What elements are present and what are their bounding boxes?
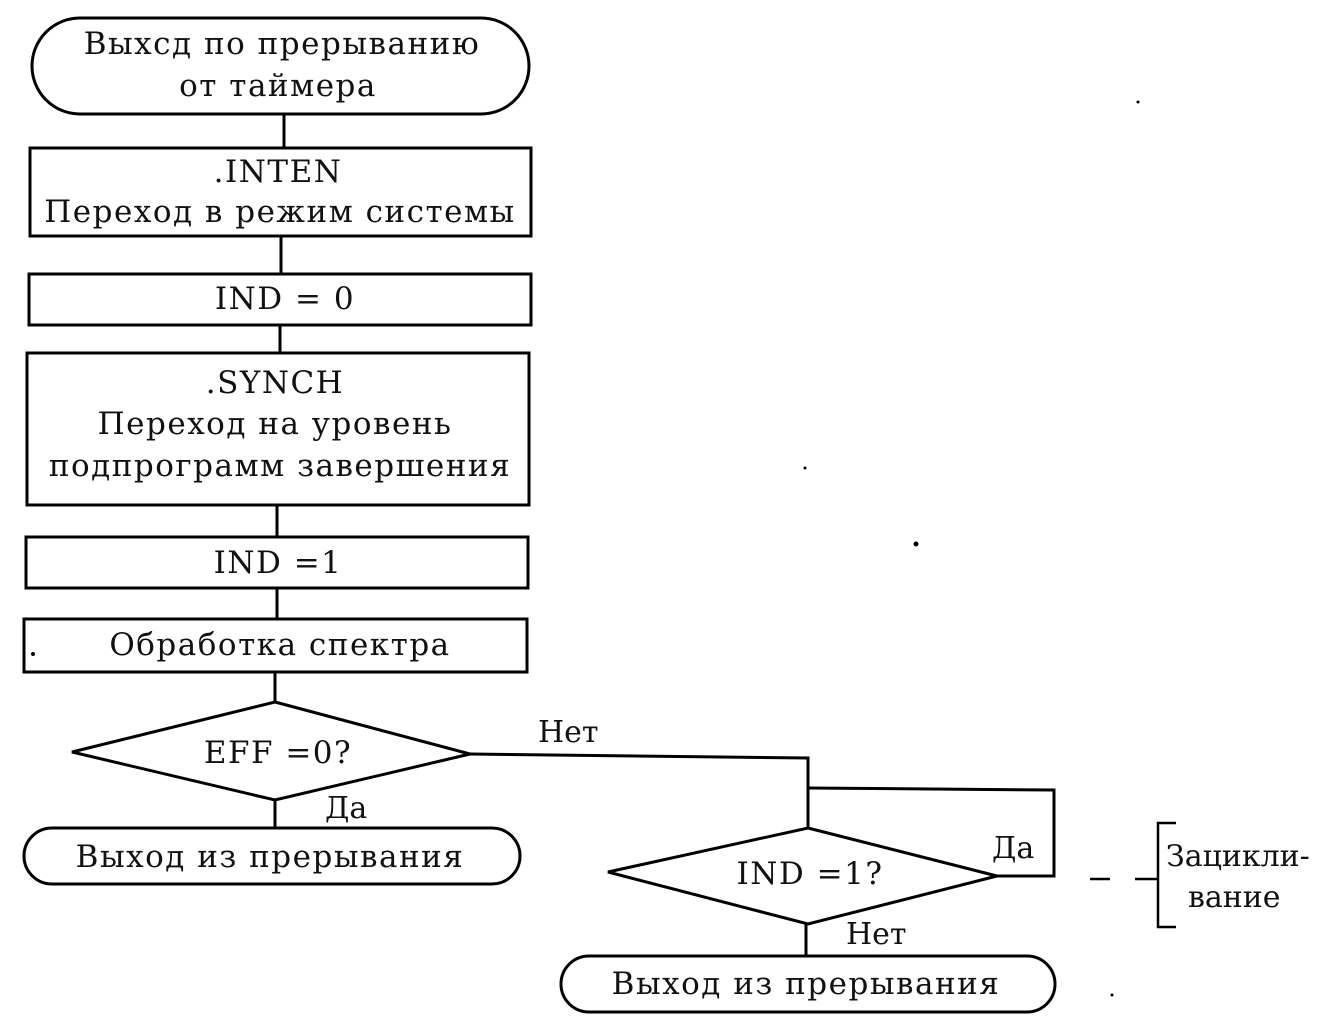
exit2-terminator: Выход из прерывания (559, 954, 1057, 1014)
speck (913, 541, 919, 547)
spectrum-process-text: Обработка спектра (109, 627, 450, 663)
exit1-terminator: Выход из прерывания (22, 826, 522, 886)
exit2-terminator-text: Выход из прерывания (612, 966, 1001, 1002)
indq-decision: IND =1? (607, 826, 998, 926)
scan-specks (803, 100, 1140, 997)
spectrum-process-box: Обработка спектра (22, 617, 529, 674)
eff-yes-label: Да (325, 791, 367, 826)
speck (803, 466, 807, 470)
annotation-line-2: вание (1188, 880, 1281, 915)
start-terminator: Выхсд по прерыванию от таймера (30, 16, 531, 116)
start-terminator-shape (30, 16, 531, 116)
connector-eff-no (469, 752, 810, 828)
exit2-terminator-shape (559, 954, 1057, 1014)
ind0-process-box: IND = 0 (27, 272, 533, 327)
speck (1136, 100, 1140, 104)
synch-process-line-2: Переход на уровень (98, 406, 453, 442)
inten-process-line-2: Переход в режим системы (44, 194, 515, 230)
synch-process-line-1: .SYNCH (206, 365, 344, 401)
inten-process-box: .INTEN Переход в режим системы (28, 146, 533, 238)
exit1-terminator-text: Выход из прерывания (76, 839, 465, 875)
synch-process-box: .SYNCH Переход на уровень подпрограмм за… (25, 351, 531, 507)
looping-annotation: Зацикли- вание (1090, 821, 1310, 929)
indq-yes-label: Да (992, 831, 1034, 866)
annotation-bracket (1156, 821, 1176, 929)
stray-dot (31, 652, 35, 656)
start-terminator-line-2: от таймера (179, 68, 377, 104)
start-terminator-line-1: Выхсд по прерыванию (84, 26, 481, 62)
eff-decision: EFF =0? (71, 700, 471, 802)
ind1-process-box: IND =1 (24, 535, 530, 590)
inten-process-line-1: .INTEN (214, 154, 343, 190)
indq-decision-shape (607, 826, 998, 926)
ind0-process-text: IND = 0 (215, 281, 355, 317)
eff-decision-text: EFF =0? (204, 735, 352, 771)
exit1-terminator-shape (22, 826, 522, 886)
indq-no-label: Нет (846, 917, 907, 952)
indq-decision-text: IND =1? (737, 856, 884, 892)
speck (1110, 993, 1114, 997)
eff-no-label: Нет (538, 715, 599, 750)
ind1-process-text: IND =1 (214, 545, 343, 581)
annotation-line-1: Зацикли- (1166, 839, 1310, 874)
connector-indq-yes-loop (807, 786, 1056, 878)
synch-process-line-3: подпрограмм завершения (49, 448, 511, 484)
